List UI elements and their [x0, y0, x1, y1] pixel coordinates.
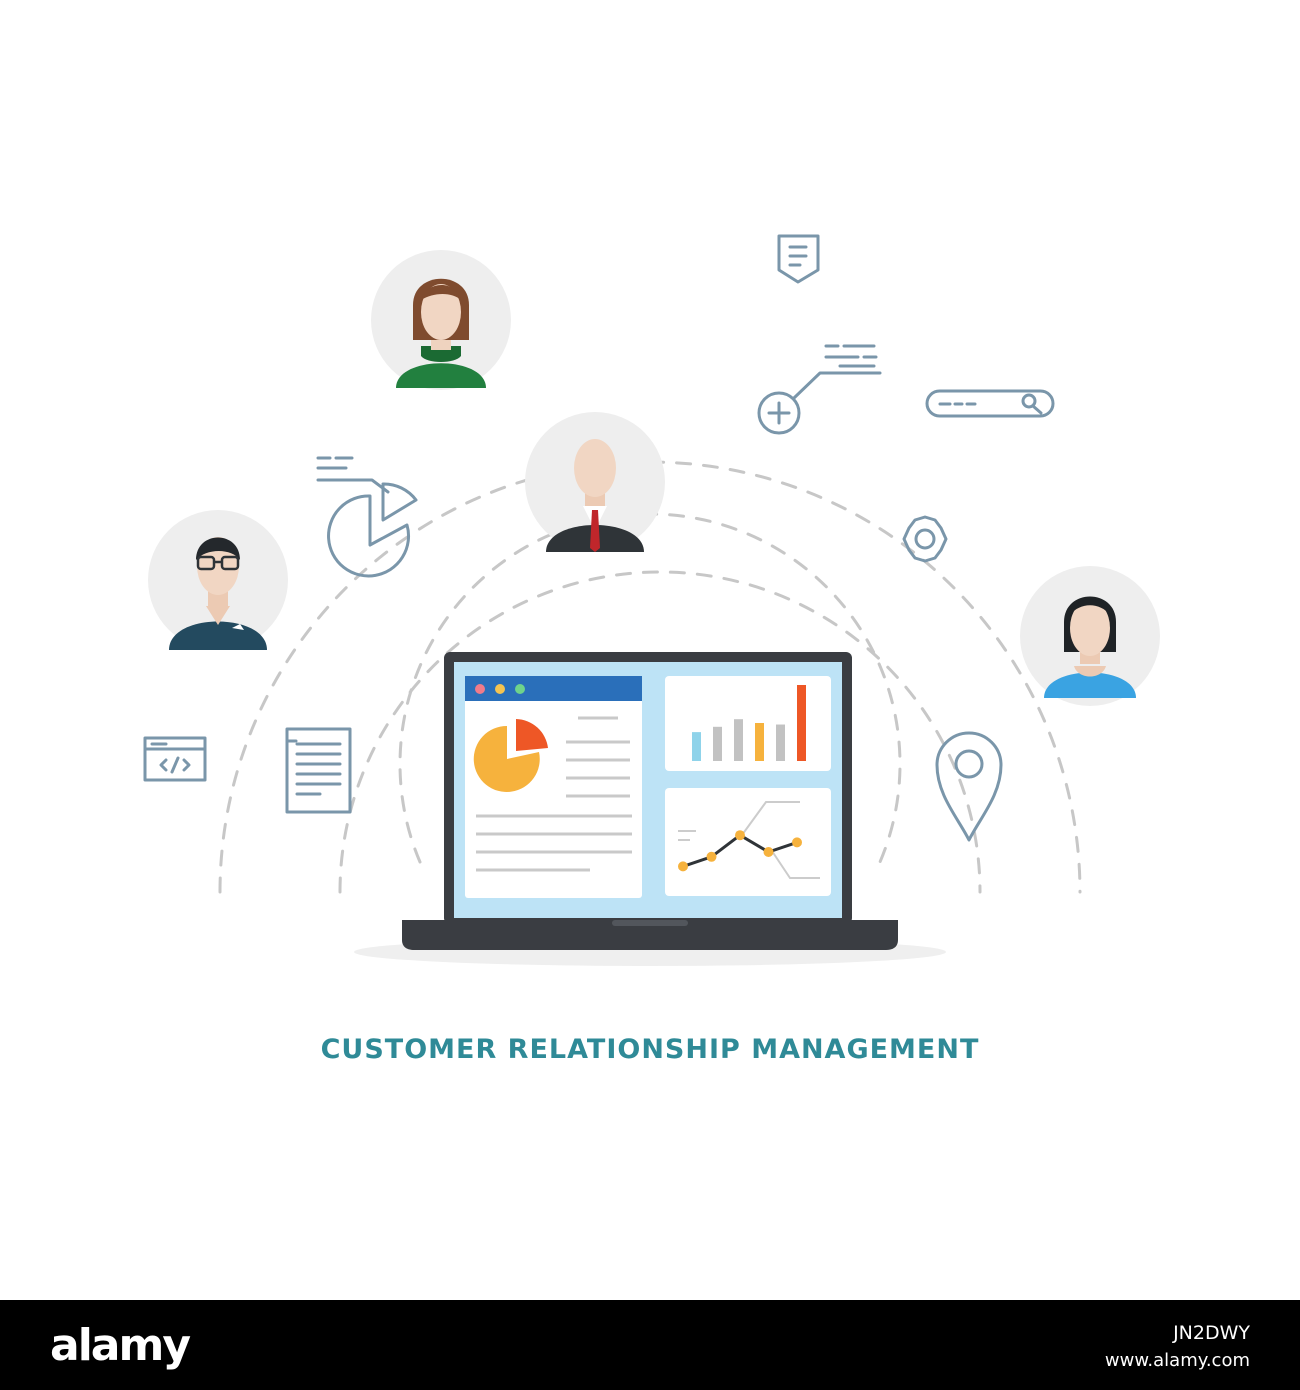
- window-dot-green: [515, 684, 525, 694]
- code-window-icon: [143, 736, 207, 782]
- middle-dashed-arc: [338, 570, 982, 894]
- window-dot-yellow: [495, 684, 505, 694]
- avatar-woman-blue: [1020, 566, 1160, 706]
- laptop-base: [402, 920, 898, 950]
- screen-report-window: [465, 676, 642, 898]
- alamy-logo: alamy: [50, 1320, 191, 1371]
- badge-icon: [777, 234, 820, 284]
- avatar-man-glasses: [148, 510, 288, 650]
- screen-pie-main: [473, 725, 540, 792]
- document-icon: [285, 727, 352, 814]
- crm-illustration: [143, 234, 1160, 966]
- screen-line-point: [763, 847, 774, 857]
- screen-line-point: [792, 837, 802, 848]
- screen-bar: [755, 723, 764, 761]
- pie-chart-icon: [316, 456, 418, 578]
- gear-icon: [902, 515, 948, 563]
- screen-bar: [797, 685, 806, 761]
- location-pin-icon: [935, 731, 1003, 842]
- screen-line-point: [735, 830, 745, 841]
- screen-line-chart: [678, 830, 802, 872]
- screen-line-point: [678, 861, 688, 872]
- screen-bar: [776, 724, 785, 761]
- screen-line-chart-panel: [665, 788, 831, 896]
- screen-pie-slice: [516, 719, 548, 751]
- search-bar-icon: [925, 389, 1055, 418]
- screen-line-point: [706, 851, 717, 862]
- screen-bar: [692, 732, 701, 761]
- screen-bar-chart: [692, 685, 806, 761]
- laptop: [354, 652, 946, 966]
- screen-bar-chart-panel: [665, 676, 831, 771]
- avatar-woman-green: [371, 250, 511, 390]
- laptop-hinge: [612, 920, 688, 926]
- stock-image-id: JN2DWY: [1173, 1322, 1250, 1344]
- watermark-footer: alamy JN2DWY www.alamy.com: [0, 1300, 1300, 1390]
- page-title: CUSTOMER RELATIONSHIP MANAGEMENT: [320, 1034, 980, 1065]
- screen-bar: [713, 726, 722, 761]
- add-icon: [757, 344, 882, 435]
- avatar-businessman: [525, 412, 665, 552]
- stock-url: www.alamy.com: [1104, 1350, 1250, 1371]
- screen-bar: [734, 719, 743, 761]
- window-dot-red: [475, 684, 485, 694]
